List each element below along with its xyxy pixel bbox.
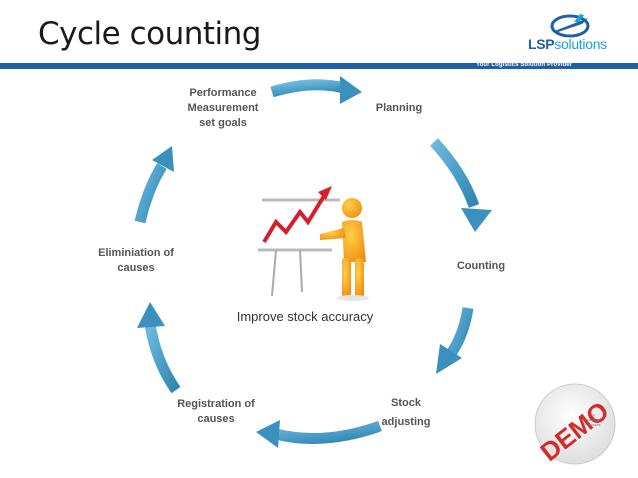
step-performance-measurement: Performance Measurement set goals <box>178 86 268 131</box>
center-goal-text: Improve stock accuracy <box>236 309 374 324</box>
step-registration-line-1: Registration of <box>177 398 255 410</box>
header-bar <box>0 63 638 69</box>
step-stock-adjusting: Stock adjusting <box>370 394 442 432</box>
cycle-arrow-upper-left <box>134 146 174 224</box>
step-counting-line-1: Counting <box>456 260 506 272</box>
step-registration-line-2: causes <box>197 413 235 425</box>
step-performance-line-1: Performance <box>189 87 257 99</box>
step-counting: Counting <box>448 259 514 274</box>
step-elimination-of-causes: Eliminiation of causes <box>86 246 186 276</box>
step-performance-line-3: set goals <box>199 117 247 129</box>
cycle-arrow-lower-right <box>436 307 474 374</box>
step-planning-line-1: Planning <box>375 102 423 114</box>
step-elimination-line-2: causes <box>117 262 155 274</box>
logo-brand-main: LSP <box>528 36 555 52</box>
step-stock-line-2: adjusting <box>381 416 431 428</box>
presenter-figure-icon <box>320 198 369 301</box>
airplane-logo-icon <box>550 14 590 38</box>
logo-tagline: Your Logistics Solution Provider <box>476 62 573 68</box>
presentation-board-icon <box>258 186 340 297</box>
cycle-arrow-upper-right <box>429 138 492 232</box>
demo-stamp-line-2: Training <box>585 417 599 422</box>
step-registration-of-causes: Registration of causes <box>168 397 264 427</box>
cycle-arrow-top <box>270 76 362 104</box>
demo-stamp-line-1: For <box>589 412 596 417</box>
demo-stamp-line-3: Purposes <box>584 422 601 427</box>
cycle-arrow-bottom <box>256 420 382 448</box>
logo-brand-accent: solutions <box>554 36 607 52</box>
demo-stamp: DEMO For Training Purposes <box>534 383 616 467</box>
step-stock-line-1: Stock <box>391 397 421 409</box>
logo-text: LSPsolutions <box>528 36 607 52</box>
cycle-arrow-lower-left <box>137 302 181 394</box>
step-performance-line-2: Measurement <box>187 102 259 114</box>
step-elimination-line-1: Eliminiation of <box>98 247 174 259</box>
step-planning: Planning <box>364 101 434 116</box>
slide-title: Cycle counting <box>38 16 261 52</box>
